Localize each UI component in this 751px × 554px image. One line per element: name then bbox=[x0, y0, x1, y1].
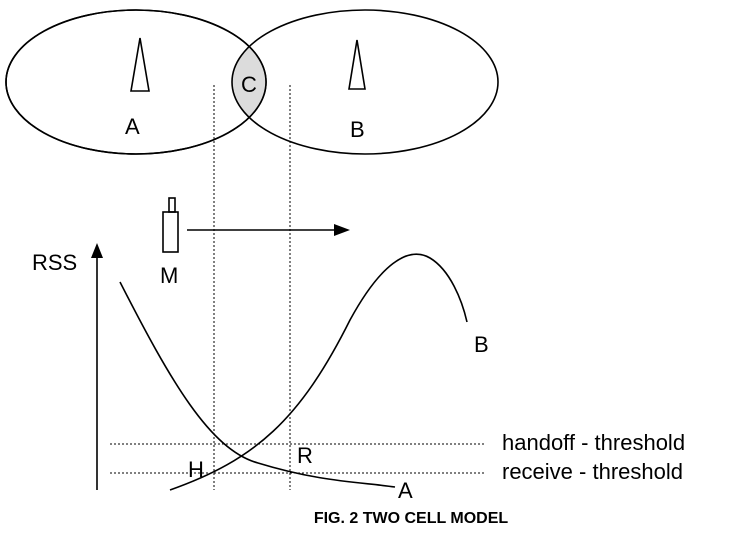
cell-b-overlap-fill bbox=[232, 10, 266, 154]
handoff-threshold-label: handoff - threshold bbox=[502, 430, 685, 455]
mobile-label: M bbox=[160, 263, 178, 288]
curve-b-label: B bbox=[474, 332, 489, 357]
receive-point-label: R bbox=[297, 443, 313, 468]
tower-a-icon bbox=[130, 37, 150, 92]
cell-b-coverage bbox=[231, 9, 499, 155]
handoff-point-label: H bbox=[188, 457, 204, 482]
rss-axis-arrowhead-icon bbox=[91, 243, 103, 258]
cell-b-label: B bbox=[350, 117, 365, 142]
rss-curve-cell-b bbox=[169, 253, 468, 491]
curve-a-label: A bbox=[398, 478, 413, 503]
tower-b-icon bbox=[348, 39, 366, 90]
receive-threshold-label: receive - threshold bbox=[502, 459, 683, 484]
rss-axis-label: RSS bbox=[32, 250, 77, 275]
mobile-antenna-icon bbox=[168, 197, 176, 213]
cell-a-label: A bbox=[125, 114, 140, 139]
movement-arrow-head-icon bbox=[334, 224, 350, 236]
figure-caption: FIG. 2 TWO CELL MODEL bbox=[314, 510, 509, 527]
overlap-region-label: C bbox=[241, 72, 257, 97]
mobile-phone-icon bbox=[162, 211, 179, 253]
rss-curve-cell-a bbox=[119, 281, 396, 488]
cell-a-coverage-outline bbox=[5, 9, 267, 155]
